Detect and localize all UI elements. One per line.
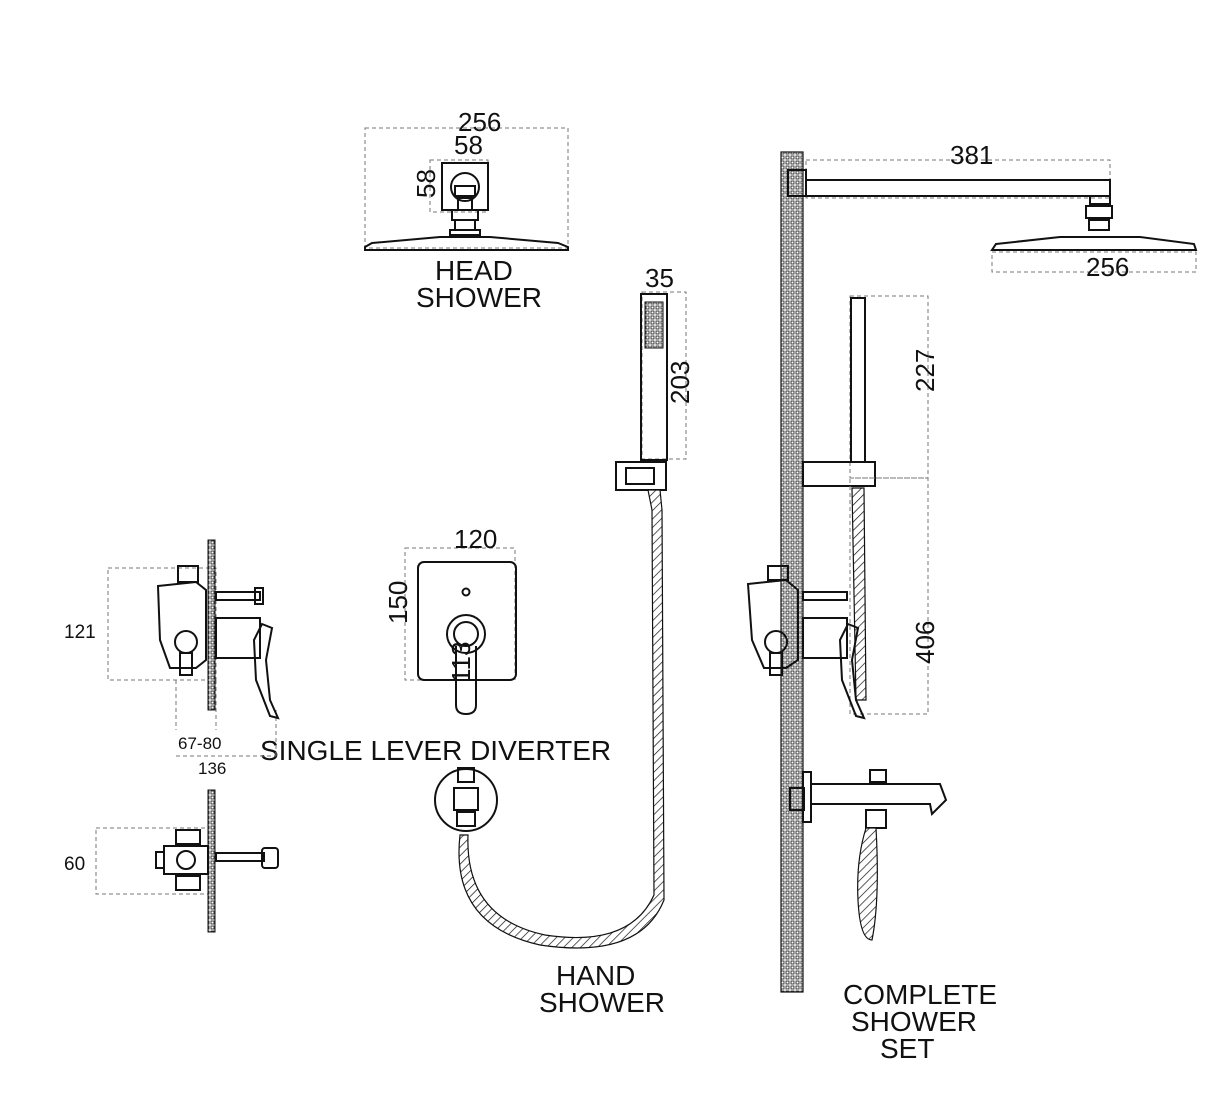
dim-arm-length: 381 [950, 140, 993, 170]
dim-plate-height: 150 [383, 581, 413, 624]
dim-handle-depth: 113 [446, 642, 476, 683]
head-shower-drawing [364, 127, 569, 251]
dim-head-width: 256 [458, 107, 501, 137]
dim-diverter-height: 60 [64, 854, 85, 875]
hand-shower-label-line2: SHOWER [539, 987, 665, 1018]
diverter-label: SINGLE LEVER DIVERTER [260, 735, 611, 766]
complete-set-label-line2: SHOWER [851, 1006, 977, 1037]
diverter-plate-drawing [404, 547, 517, 716]
dim-head-arm-height: 58 [411, 169, 441, 198]
dim-plate-width: 120 [454, 524, 497, 554]
diverter-side-view-drawing [95, 789, 279, 933]
complete-set-label-line3: SET [880, 1033, 934, 1064]
hand-shower-drawing [434, 291, 687, 949]
dim-set-head-width: 256 [1086, 252, 1129, 282]
complete-set-label-line1: COMPLETE [843, 979, 997, 1010]
head-shower-label-line1: HEAD [435, 255, 513, 286]
dim-hand-width: 35 [645, 263, 674, 293]
dim-bar-top: 227 [910, 349, 940, 392]
dim-valve-height: 121 [64, 622, 96, 643]
dim-bar-height: 406 [910, 621, 940, 664]
dim-valve-depth-range: 67-80 [178, 734, 221, 753]
dim-valve-depth: 136 [198, 759, 226, 778]
valve-side-view-drawing [107, 539, 280, 757]
head-shower-label-line2: SHOWER [416, 282, 542, 313]
complete-shower-set-drawing [746, 151, 1198, 993]
hand-shower-label-line1: HAND [556, 960, 635, 991]
dim-hand-length: 203 [665, 361, 695, 404]
dim-head-arm: 58 [454, 130, 483, 160]
